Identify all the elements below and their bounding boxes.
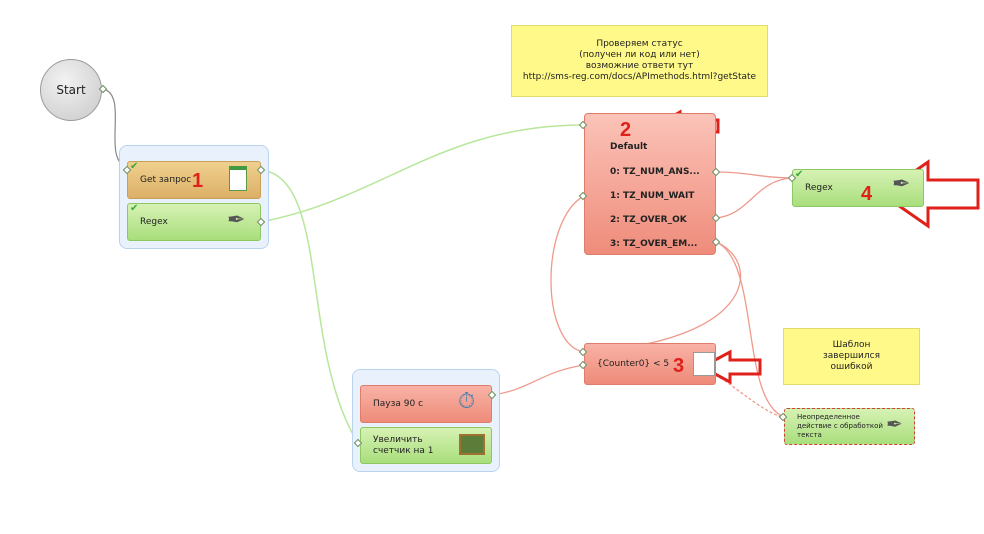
switch-case-0[interactable]: 0: TZ_NUM_ANS... <box>610 167 700 177</box>
wire-increment-to-get <box>261 169 359 444</box>
status-note-line-3: возможние ответи тут <box>585 61 694 71</box>
wire-case1-to-condition <box>550 195 585 353</box>
wire-regex-to-switch <box>259 124 584 223</box>
status-note-line-2: (получен ли код или нет) <box>579 50 700 60</box>
error-note[interactable]: Шаблон завершился ошибкой <box>783 328 920 385</box>
stopwatch-icon: ⏱ <box>458 389 476 414</box>
switch-case-2[interactable]: 2: TZ_OVER_OK <box>610 215 687 225</box>
switch-node[interactable]: Default 0: TZ_NUM_ANS... 1: TZ_NUM_WAIT … <box>584 113 716 255</box>
switch-case-3[interactable]: 3: TZ_OVER_EM... <box>610 239 698 249</box>
undefined-action-label: Неопределенное действие с обработкой тек… <box>797 413 883 439</box>
request-icon <box>229 166 247 191</box>
annotation-4: 4 <box>861 183 873 205</box>
status-note[interactable]: Проверяем статус (получен ли код или нет… <box>511 25 768 97</box>
start-label: Start <box>56 83 86 97</box>
wire-condition-to-undefined <box>715 374 785 419</box>
pause-label: Пауза 90 с <box>373 399 424 409</box>
pen-icon: ✒ <box>886 412 903 436</box>
checkmark-icon: ✔ <box>130 161 139 172</box>
wire-case0-to-regex <box>715 171 793 179</box>
regex-node-2[interactable]: Regex <box>792 169 924 207</box>
pause-node[interactable]: Пауза 90 с <box>360 385 492 423</box>
status-note-line-1: Проверяем статус <box>596 39 683 49</box>
start-node[interactable]: Start <box>40 59 102 121</box>
switch-default-label: Default <box>610 142 648 152</box>
error-note-text: Шаблон завершился ошибкой <box>822 340 881 372</box>
increment-node[interactable]: Увеличить счетчик на 1 <box>360 427 492 464</box>
regex-label-2: Regex <box>805 183 833 193</box>
get-request-label: Get запрос <box>140 175 192 185</box>
pen-icon: ✒ <box>892 172 911 197</box>
status-note-line-4: http://sms-reg.com/docs/APImethods.html?… <box>522 72 757 82</box>
undefined-action-node[interactable]: Неопределенное действие с обработкой тек… <box>784 408 915 445</box>
wire-case3-to-undefined <box>715 241 785 418</box>
checkmark-icon: ✔ <box>795 169 804 180</box>
checkmark-icon: ✔ <box>130 203 139 214</box>
increment-label: Увеличить счетчик на 1 <box>373 434 434 456</box>
regex-node-1[interactable]: Regex <box>127 203 261 241</box>
wire-case2-to-regex <box>715 177 793 219</box>
condition-label: {Counter0} < 5 <box>597 359 670 369</box>
wire-condition-to-pause <box>491 364 585 396</box>
switch-case-1[interactable]: 1: TZ_NUM_WAIT <box>610 191 695 201</box>
pen-icon: ✒ <box>227 208 246 233</box>
regex-label-1: Regex <box>140 217 168 227</box>
wire-case3-to-condition <box>585 241 742 353</box>
condition-node[interactable]: {Counter0} < 5 <box>584 343 716 385</box>
annotation-3: 3 <box>673 355 685 377</box>
annotation-2: 2 <box>620 119 632 141</box>
counter-board-icon <box>459 434 485 455</box>
toggle-icon <box>693 352 715 376</box>
annotation-1: 1 <box>192 170 204 192</box>
